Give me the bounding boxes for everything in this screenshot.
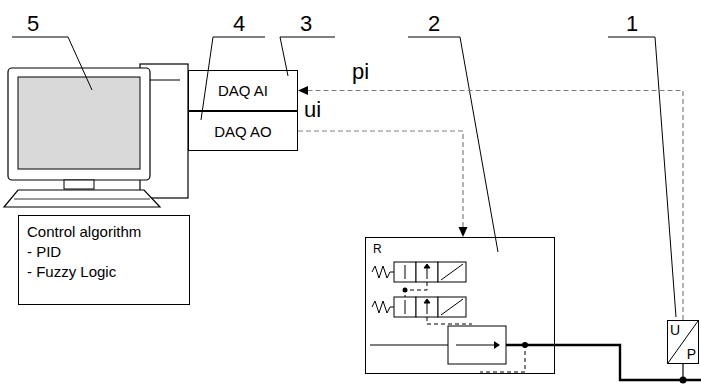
monitor — [8, 68, 150, 180]
solenoid-valve — [372, 297, 466, 317]
signal-connector — [298, 131, 468, 237]
monitor-stand — [64, 180, 94, 189]
signal-connector — [298, 86, 683, 320]
drive-slot — [150, 80, 180, 81]
valve-assembly: R — [365, 237, 555, 374]
transducer-diagonal — [668, 321, 698, 363]
regulator-arrow — [456, 345, 494, 346]
keyboard — [4, 190, 160, 207]
transducer-letter: P — [687, 346, 696, 362]
up-transducer: UP — [667, 320, 699, 364]
solenoid-valve — [372, 262, 466, 282]
pilot-lines — [405, 282, 525, 372]
node-text: Control algorithm — [27, 222, 181, 242]
node-text: DAQ AI — [218, 82, 268, 99]
callout-number: 2 — [428, 12, 440, 36]
valve-label: R — [373, 242, 382, 256]
node-text: DAQ AO — [214, 123, 272, 140]
node-text: - Fuzzy Logic — [27, 262, 181, 282]
transducer-letter: U — [670, 322, 680, 338]
callout-number: 1 — [626, 12, 638, 36]
daq-box: DAQ AI — [188, 70, 298, 111]
node-text: - PID — [27, 242, 181, 262]
arrow-head — [459, 227, 468, 237]
output-pipe — [506, 345, 701, 380]
regulator-arrow — [494, 341, 500, 349]
callout-number: 4 — [233, 12, 245, 36]
signal-line — [298, 131, 463, 227]
monitor-screen — [18, 77, 140, 169]
supply-line — [370, 344, 448, 345]
signal-name: pi — [352, 60, 369, 84]
signal-name: ui — [304, 98, 321, 122]
arrow-head — [298, 86, 308, 95]
callout-number: 3 — [300, 12, 312, 36]
keyboard-row — [14, 199, 150, 200]
text-box: Control algorithm- PID- Fuzzy Logic — [18, 215, 190, 305]
callout-number: 5 — [27, 12, 39, 36]
daq-box: DAQ AO — [188, 111, 298, 151]
junction-dot — [522, 342, 528, 348]
junction-dot — [680, 377, 687, 384]
leader-lines — [12, 37, 676, 317]
junction-dot — [403, 288, 408, 293]
pressure-regulator — [448, 326, 506, 364]
